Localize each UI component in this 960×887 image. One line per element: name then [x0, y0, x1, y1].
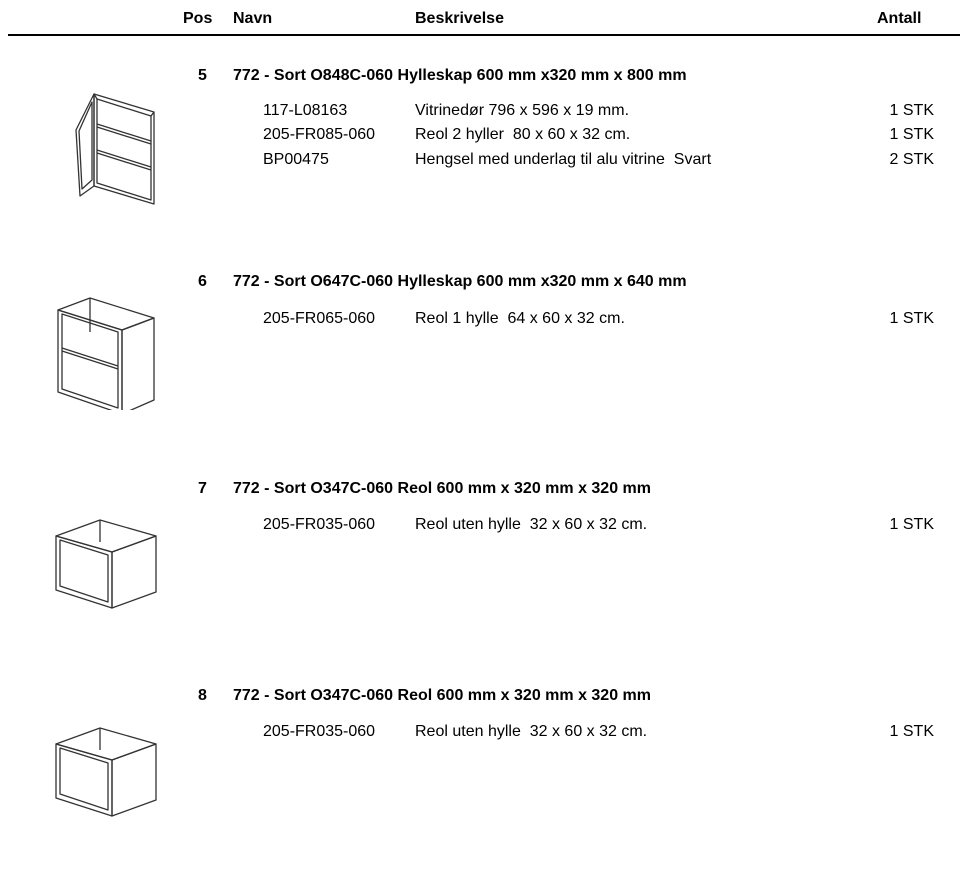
item-code: 205-FR065-060 — [263, 310, 376, 327]
position-number: 6 — [198, 273, 207, 290]
line-item: 117-L08163 Vitrinedør 796 x 596 x 19 mm.… — [0, 102, 960, 126]
position-number: 8 — [198, 687, 207, 704]
column-header-pos: Pos — [183, 10, 213, 27]
section-title: 772 - Sort O848C-060 Hylleskap 600 mm x3… — [233, 67, 687, 84]
position-section: 8 772 - Sort O347C-060 Reol 600 mm x 320… — [0, 687, 960, 887]
item-code: 205-FR035-060 — [263, 723, 376, 740]
line-item: 205-FR065-060 Reol 1 hylle 64 x 60 x 32 … — [0, 310, 960, 334]
item-code: 205-FR035-060 — [263, 516, 376, 533]
item-quantity: 1 STK — [889, 723, 934, 740]
section-title: 772 - Sort O347C-060 Reol 600 mm x 320 m… — [233, 480, 651, 497]
item-description: Reol uten hylle 32 x 60 x 32 cm. — [415, 723, 648, 740]
item-quantity: 1 STK — [889, 310, 934, 327]
item-description: Vitrinedør 796 x 596 x 19 mm. — [415, 102, 630, 119]
open-shelf-no-shelf-icon — [50, 720, 162, 827]
position-section: 5 772 - Sort O848C-060 Hylleskap 600 mm … — [0, 67, 960, 267]
item-description: Reol 2 hyller 80 x 60 x 32 cm. — [415, 126, 631, 143]
item-code: 205-FR085-060 — [263, 126, 376, 143]
item-quantity: 2 STK — [889, 151, 934, 168]
open-shelf-no-shelf-icon — [50, 512, 162, 630]
item-quantity: 1 STK — [889, 516, 934, 533]
position-section: 7 772 - Sort O347C-060 Reol 600 mm x 320… — [0, 480, 960, 680]
position-number: 5 — [198, 67, 207, 84]
section-title: 772 - Sort O347C-060 Reol 600 mm x 320 m… — [233, 687, 651, 704]
item-description: Reol uten hylle 32 x 60 x 32 cm. — [415, 516, 648, 533]
item-description: Reol 1 hylle 64 x 60 x 32 cm. — [415, 310, 625, 327]
section-title: 772 - Sort O647C-060 Hylleskap 600 mm x3… — [233, 273, 687, 290]
column-header-antall: Antall — [877, 10, 922, 27]
header-divider — [8, 34, 960, 36]
item-code: 117-L08163 — [263, 102, 348, 119]
item-code: BP00475 — [263, 151, 329, 168]
item-quantity: 1 STK — [889, 126, 934, 143]
column-header-beskrivelse: Beskrivelse — [415, 10, 504, 27]
line-item: 205-FR035-060 Reol uten hylle 32 x 60 x … — [0, 516, 960, 540]
line-item: 205-FR085-060 Reol 2 hyller 80 x 60 x 32… — [0, 126, 960, 150]
open-shelf-one-shelf-icon — [50, 292, 162, 410]
position-section: 6 772 - Sort O647C-060 Hylleskap 600 mm … — [0, 273, 960, 473]
line-item: BP00475 Hengsel med underlag til alu vit… — [0, 151, 960, 175]
line-item: 205-FR035-060 Reol uten hylle 32 x 60 x … — [0, 723, 960, 747]
item-quantity: 1 STK — [889, 102, 934, 119]
wall-cabinet-with-glass-door-icon — [50, 88, 162, 206]
item-description: Hengsel med underlag til alu vitrine Sva… — [415, 151, 712, 168]
position-number: 7 — [198, 480, 207, 497]
column-header-navn: Navn — [233, 10, 273, 27]
